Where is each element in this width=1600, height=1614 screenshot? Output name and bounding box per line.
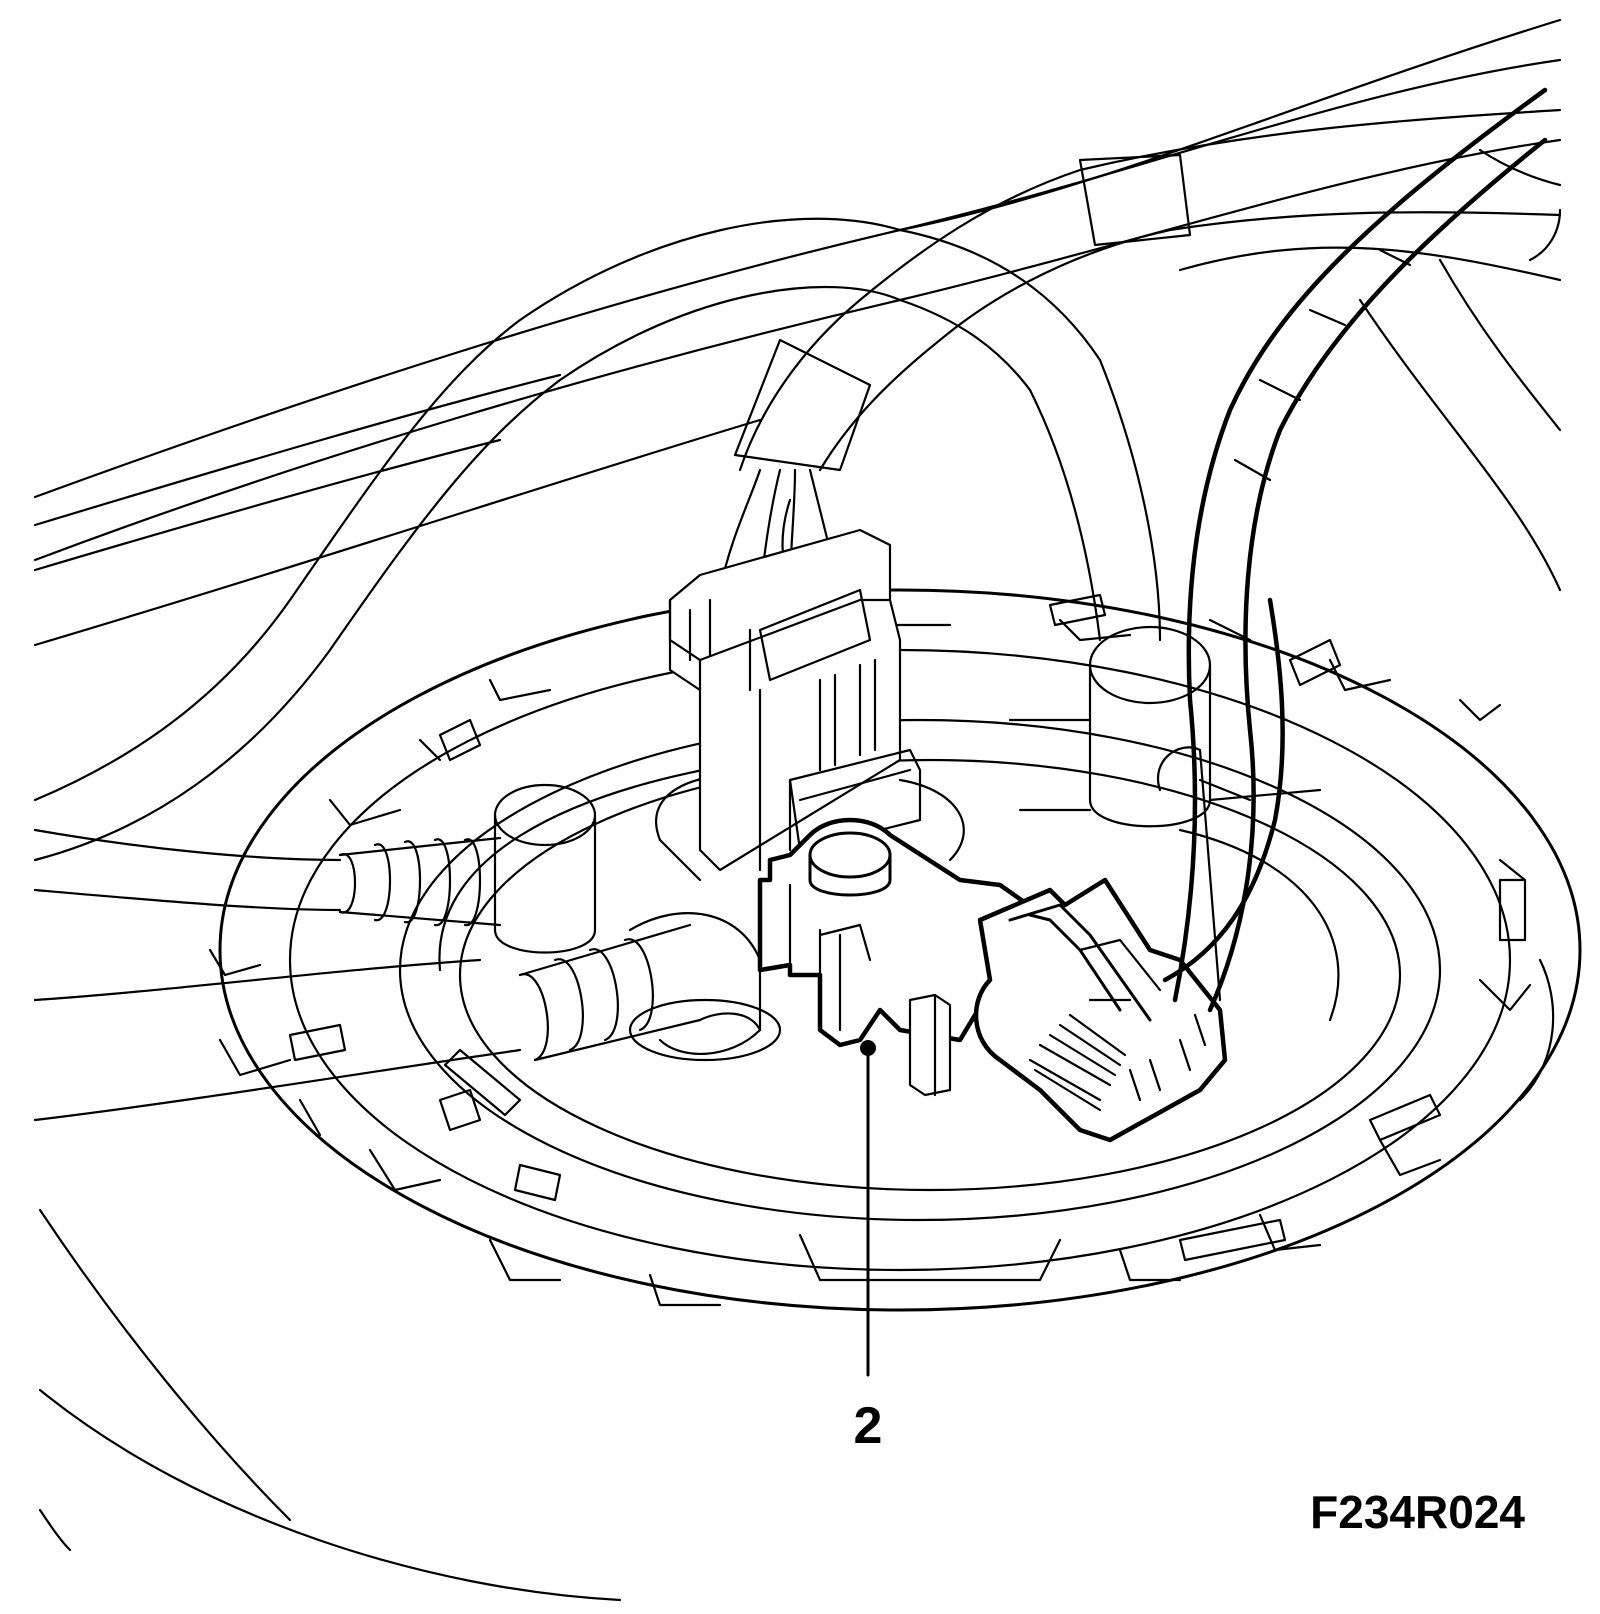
return-hose [33,217,1162,862]
component-2-sensor [757,817,1053,1097]
upper-connector [668,468,922,872]
tank-body-outline [33,18,1562,647]
feed-hose-elbow [33,912,782,1122]
sensor-connector [973,877,1228,1143]
sensor-harness [1162,87,1548,1013]
pressure-regulator [1008,625,1322,1002]
tank-lower-outline [38,958,1555,1602]
callout-2: 2 [854,1040,883,1455]
pump-flange-ring [208,588,1582,1312]
figure-code: F234R024 [1310,1486,1525,1538]
callout-label: 2 [854,1397,883,1455]
outlet-pipe-left [33,783,597,954]
